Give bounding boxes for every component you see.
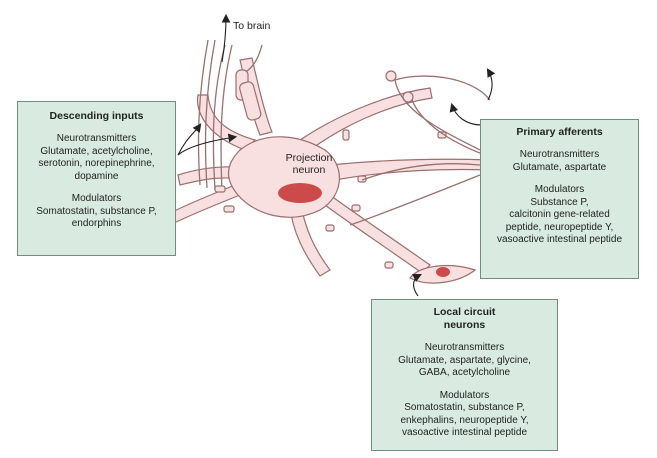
- primary-afferents-title: Primary afferents: [516, 126, 603, 138]
- descending-inputs-box: Descending inputs Neurotransmitters Glut…: [17, 101, 176, 256]
- text-line: calcitonin gene-related: [509, 209, 610, 220]
- synaptic-terminals: [214, 70, 447, 269]
- text-line: vasoactive intestinal peptide: [401, 427, 528, 438]
- text-line: Glutamate, aspartate: [512, 161, 607, 173]
- text-line: Modulators: [534, 184, 585, 195]
- text-line: Neurotransmitters: [424, 342, 505, 353]
- local-circuit-title: Local circuit neurons: [372, 306, 557, 332]
- title-line: Local circuit: [433, 306, 496, 318]
- descending-neurotransmitters: Neurotransmitters Glutamate, acetylcholi…: [18, 133, 175, 183]
- axon-tracts: [197, 39, 263, 193]
- text-line: peptide, neuropeptide Y,: [505, 221, 614, 233]
- primary-modulators: Modulators Substance P, calcitonin gene-…: [481, 184, 638, 247]
- to-brain-label: To brain: [233, 20, 271, 32]
- text-line: endorphins: [71, 218, 122, 229]
- text-line: enkephalins, neuropeptide Y,: [400, 414, 529, 426]
- text-line: Somatostatin, substance P,: [404, 402, 525, 413]
- arrows: [177, 13, 496, 297]
- text-line: GABA, acetylcholine: [418, 367, 511, 378]
- text-line: Modulators: [71, 193, 122, 204]
- text-line: vasoactive intestinal peptide: [496, 234, 623, 245]
- local-modulators: Modulators Somatostatin, substance P, en…: [372, 390, 557, 440]
- text-line: Neurotransmitters: [519, 149, 600, 160]
- text-line: Somatostatin, substance P,: [36, 205, 157, 217]
- projection-label-line: Projection: [285, 152, 333, 164]
- text-line: Modulators: [439, 389, 490, 401]
- text-line: Neurotransmitters: [56, 133, 137, 144]
- descending-inputs-title: Descending inputs: [49, 110, 144, 122]
- projection-label-line: neuron: [292, 164, 326, 176]
- text-line: Substance P,: [530, 196, 589, 208]
- local-neurotransmitters: Neurotransmitters Glutamate, aspartate, …: [372, 342, 557, 380]
- text-line: dopamine: [74, 170, 119, 182]
- text-line: Glutamate, aspartate, glycine,: [398, 354, 531, 366]
- primary-neurotransmitters: Neurotransmitters Glutamate, aspartate: [481, 149, 638, 174]
- primary-afferents-box: Primary afferents Neurotransmitters Glut…: [480, 119, 639, 279]
- title-line: neurons: [443, 319, 486, 331]
- text-line: Glutamate, acetylcholine,: [40, 145, 153, 157]
- descending-modulators: Modulators Somatostatin, substance P, en…: [18, 193, 175, 231]
- primary-afferent-fibers: [349, 75, 491, 226]
- text-line: serotonin, norepinephrine,: [38, 158, 155, 169]
- axon-segments: [235, 69, 262, 121]
- projection-nucleus: [278, 183, 322, 203]
- projection-neuron-label: Projection neuron: [279, 152, 339, 176]
- local-circuit-neurons-box: Local circuit neurons Neurotransmitters …: [371, 299, 558, 451]
- local-neuron-nucleus: [436, 267, 450, 277]
